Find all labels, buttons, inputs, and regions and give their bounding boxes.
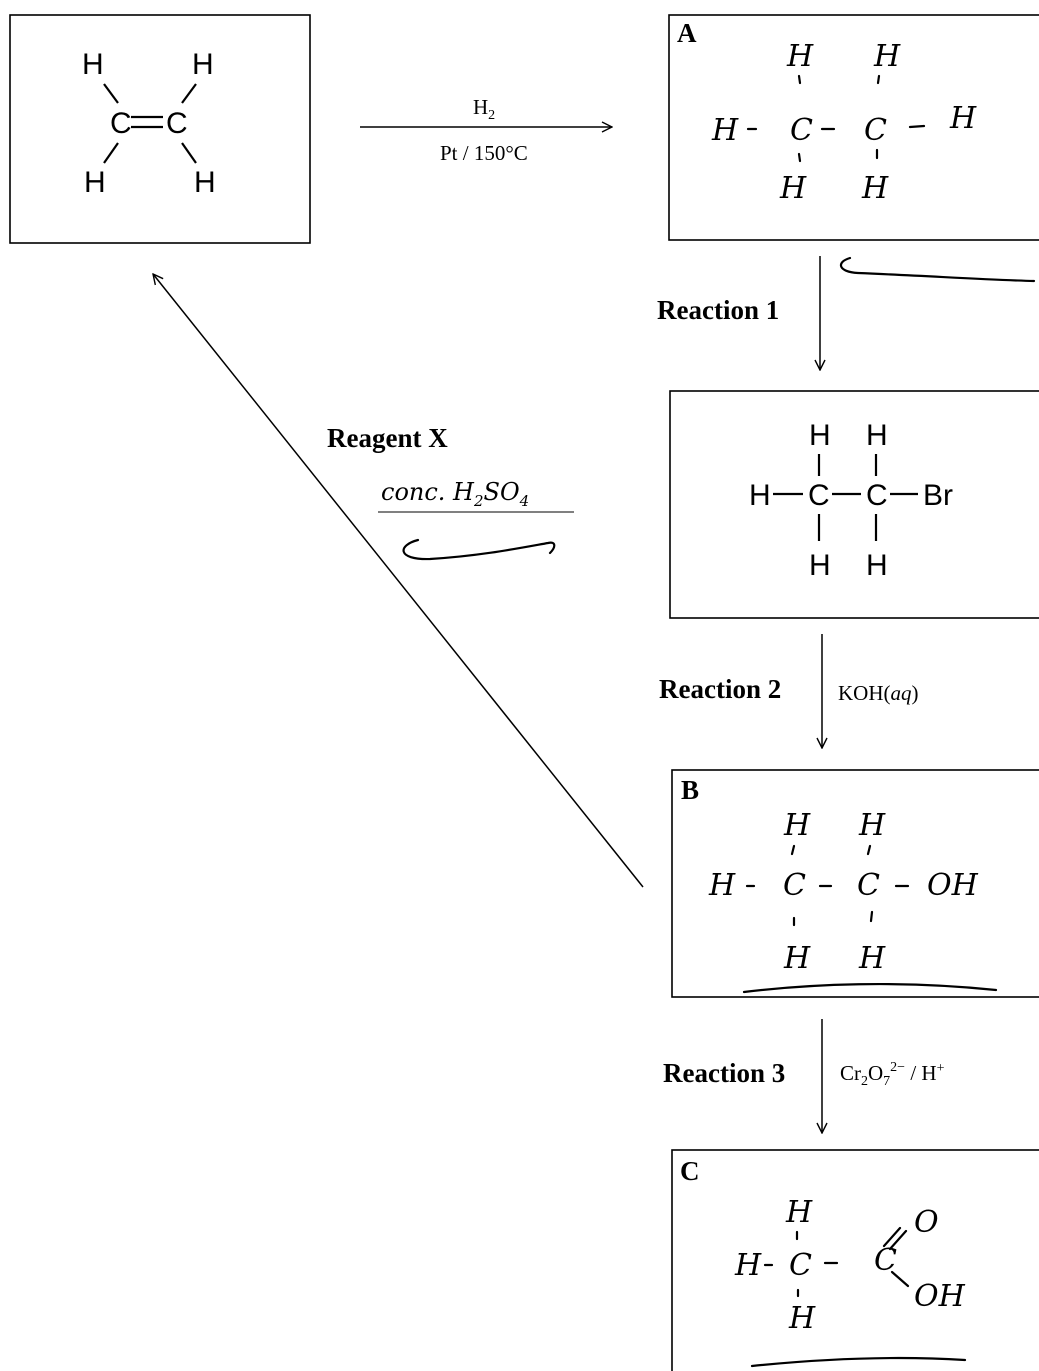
handwritten-mark bbox=[840, 256, 1036, 283]
atom-oh: OH bbox=[927, 868, 979, 903]
bromoethane-box bbox=[669, 390, 1039, 619]
reaction2-label: Reaction 2 bbox=[659, 674, 781, 704]
bond-marks bbox=[795, 1230, 800, 1298]
atom-o: O bbox=[914, 1205, 939, 1240]
box-a: A H H H C C H H H bbox=[668, 14, 1039, 241]
atom-h: H bbox=[788, 1301, 816, 1336]
atom-h: H bbox=[779, 171, 807, 206]
atom-h: H bbox=[809, 419, 831, 452]
bond-marks bbox=[797, 74, 881, 163]
atom-c: C bbox=[864, 113, 887, 148]
atom-h: H bbox=[783, 941, 811, 976]
box-a-label: A bbox=[677, 18, 697, 48]
atom-c: C bbox=[808, 479, 830, 512]
double-bond-marks bbox=[882, 1226, 908, 1251]
bond-dashes bbox=[746, 124, 926, 131]
box-b: B H H H C C OH H H bbox=[671, 769, 1039, 998]
atom-c: C bbox=[874, 1243, 897, 1278]
bond bbox=[181, 142, 197, 164]
atom-h: H bbox=[783, 808, 811, 843]
atom-c: C bbox=[783, 868, 806, 903]
atom-c: C bbox=[110, 107, 132, 140]
bond-marks bbox=[790, 844, 874, 927]
hydrogenation-conditions: Pt / 150°C bbox=[440, 141, 528, 165]
box-a-frame bbox=[668, 14, 1039, 241]
box-c-label: C bbox=[680, 1156, 700, 1186]
atom-c: C bbox=[790, 113, 813, 148]
handwritten-underline bbox=[742, 982, 998, 994]
reagent-x-label: Reagent X bbox=[327, 423, 448, 453]
handwritten-underline bbox=[750, 1356, 967, 1368]
atom-c: C bbox=[857, 868, 880, 903]
atom-h: H bbox=[194, 166, 216, 199]
reaction2-step: Reaction 2 KOH(aq) bbox=[659, 634, 919, 748]
atom-h: H bbox=[949, 101, 977, 136]
atom-h: H bbox=[711, 113, 739, 148]
reagent-h2: H2 bbox=[473, 95, 495, 123]
atom-h: H bbox=[192, 48, 214, 81]
reaction1-label: Reaction 1 bbox=[657, 295, 779, 325]
bond bbox=[103, 83, 119, 104]
atom-h: H bbox=[866, 549, 888, 582]
atom-h: H bbox=[749, 479, 771, 512]
ethene-structure: H H C C H H bbox=[9, 14, 311, 244]
bromoethane-structure: H H H C C Br H H bbox=[669, 390, 1039, 619]
reaction3-label: Reaction 3 bbox=[663, 1058, 785, 1088]
atom-h: H bbox=[708, 868, 736, 903]
reaction-arrow bbox=[153, 274, 644, 888]
reaction3-step: Reaction 3 Cr2O72− / H+ bbox=[663, 1019, 945, 1133]
atom-c: C bbox=[866, 479, 888, 512]
atom-h: H bbox=[785, 1195, 813, 1230]
reaction1-step: Reaction 1 bbox=[657, 256, 820, 370]
atom-h: H bbox=[809, 549, 831, 582]
bond bbox=[103, 142, 119, 164]
atom-h: H bbox=[82, 48, 104, 81]
ethene-box bbox=[9, 14, 311, 244]
box-c-frame bbox=[671, 1149, 1039, 1371]
box-b-label: B bbox=[681, 775, 699, 805]
handwritten-mark bbox=[402, 538, 556, 561]
atom-h: H bbox=[866, 419, 888, 452]
atom-h: H bbox=[84, 166, 106, 199]
atom-h: H bbox=[734, 1248, 762, 1283]
atom-c: C bbox=[789, 1248, 812, 1283]
atom-h: H bbox=[858, 808, 886, 843]
reagent-x-step: Reagent X conc. H2SO4 bbox=[153, 274, 644, 888]
atom-h: H bbox=[861, 171, 889, 206]
bond bbox=[181, 83, 197, 104]
atom-h: H bbox=[873, 39, 901, 74]
bond-marks bbox=[890, 1270, 910, 1288]
bond-dashes bbox=[763, 1261, 839, 1267]
box-b-frame bbox=[671, 769, 1039, 998]
hydrogenation-step: H2 Pt / 150°C bbox=[360, 95, 612, 165]
atom-h: H bbox=[858, 941, 886, 976]
reaction3-reagent: Cr2O72− / H+ bbox=[840, 1060, 945, 1089]
reaction2-reagent: KOH(aq) bbox=[838, 681, 919, 705]
atom-oh: OH bbox=[914, 1279, 966, 1314]
reagent-x-answer: conc. H2SO4 bbox=[381, 478, 529, 510]
atom-br: Br bbox=[923, 479, 953, 512]
box-c: C H H C H C O OH bbox=[671, 1149, 1039, 1371]
atom-h: H bbox=[786, 39, 814, 74]
atom-c: C bbox=[166, 107, 188, 140]
